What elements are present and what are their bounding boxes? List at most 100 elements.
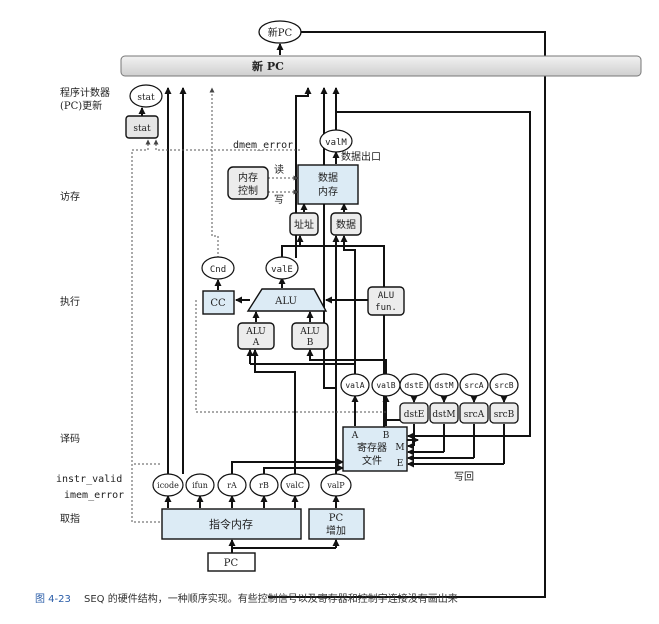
- register-file-box: [342, 426, 408, 472]
- srcb-bubble: [489, 373, 519, 397]
- dste-box-label: dstE: [404, 410, 425, 420]
- signal-read: 读: [274, 163, 284, 176]
- cnd-label: Cnd: [210, 265, 226, 275]
- decode-bubbles: valA valB dstE dstM srcA srcB: [340, 373, 519, 397]
- cc-box: [202, 290, 235, 315]
- new-pc-bubble-label: 新PC: [268, 26, 293, 39]
- signal-instr-valid: instr_valid: [56, 474, 122, 485]
- alu-block: [246, 288, 328, 312]
- stat-box: [125, 115, 159, 139]
- stage-pc-update-1: 程序计数器: [60, 86, 110, 99]
- ifun-bubble: [185, 473, 215, 497]
- vala-bubble: [340, 373, 370, 397]
- wire-ra-regfile: [231, 458, 344, 474]
- dstm-bubble: [429, 373, 459, 397]
- stage-pc-update-2: (PC)更新: [60, 99, 102, 112]
- signal-write: 写: [274, 194, 284, 206]
- regfile-name-1: 寄存器: [357, 441, 387, 454]
- valb-label: valB: [376, 381, 395, 390]
- signal-dmem-error: dmem_error: [233, 140, 293, 151]
- valc-bubble: [280, 473, 310, 497]
- alu-fun-line1: ALU: [378, 291, 394, 301]
- caption-number: 图 4-23: [35, 593, 71, 605]
- dstm-box-label: dstM: [432, 410, 455, 420]
- wire-vala-data: [340, 235, 356, 364]
- signal-imem-error: imem_error: [64, 490, 124, 501]
- cc-label: CC: [210, 298, 226, 309]
- rb-bubble: [249, 473, 279, 497]
- ra-bubble: [217, 473, 247, 497]
- alu-b-line1: ALU: [299, 327, 320, 337]
- new-pc-bar-label: 新 PC: [252, 59, 284, 73]
- mem-control-line2: 控制: [238, 184, 258, 197]
- regfile-port-m: M: [395, 443, 404, 453]
- alu-b-box: [291, 322, 329, 350]
- instruction-memory-label: 指令内存: [209, 517, 253, 531]
- vala-label: valA: [345, 381, 364, 390]
- signal-write-back: 写回: [454, 471, 474, 483]
- mem-control-line1: 内存: [238, 171, 258, 184]
- data-memory-line1: 数据: [318, 171, 338, 184]
- data-memory-box: [297, 164, 359, 205]
- srca-box-label: srcA: [464, 410, 485, 420]
- dotted-instr-valid: [131, 463, 160, 523]
- pc-register-label: PC: [224, 558, 239, 569]
- stage-labels: 程序计数器 (PC)更新 访存 执行 译码 取指: [60, 86, 110, 525]
- dstm-box: [429, 402, 459, 424]
- dstm-bubble-label: dstM: [434, 381, 453, 390]
- control-wires: [131, 87, 388, 523]
- srca-box: [459, 402, 489, 424]
- rb-label: rB: [259, 481, 269, 490]
- data-box: [330, 212, 362, 236]
- icode-label: icode: [157, 481, 179, 490]
- dst-src-boxes: dstE dstM srcA srcB: [399, 402, 519, 424]
- new-pc-bubble: [258, 20, 302, 44]
- valp-label: valP: [326, 481, 345, 490]
- wire-valp-newpc: [320, 87, 337, 474]
- pc-increment-line2: 增加: [326, 524, 346, 537]
- alu-a-box: [237, 322, 275, 350]
- cnd-bubble: [201, 256, 235, 280]
- alu-a-line1: ALU: [245, 327, 266, 337]
- valm-bubble: [319, 129, 353, 153]
- wire-vale-regfile: [282, 245, 400, 421]
- valm-label: valM: [325, 138, 347, 148]
- pc-increment-line1: PC: [329, 513, 344, 524]
- srca-bubble: [459, 373, 489, 397]
- stage-execute: 执行: [60, 295, 80, 308]
- stage-decode: 译码: [60, 433, 80, 445]
- signal-data-out: 数据出口: [341, 150, 381, 163]
- wire-newpc-loop: [268, 31, 546, 598]
- mem-control-box: [227, 166, 269, 200]
- data-label: 数据: [336, 218, 356, 231]
- wire-valc-alua: [251, 349, 296, 474]
- fetch-bubbles: icode ifun rA rB valC: [152, 473, 310, 497]
- alu-fun-line2: fun.: [375, 303, 397, 313]
- alu-a-line2: A: [252, 338, 260, 348]
- dste-bubble-label: dstE: [404, 381, 423, 390]
- stage-fetch: 取指: [60, 512, 80, 525]
- alu-b-line2: B: [307, 338, 314, 348]
- alu-label: ALU: [274, 296, 297, 307]
- pc-register-box: [207, 552, 256, 572]
- srcb-box-label: srcB: [494, 410, 515, 420]
- wire-valm-regfile: [336, 111, 531, 440]
- dotted-imem-error: [131, 139, 151, 522]
- stat-bubble: [129, 84, 163, 108]
- data-memory-line2: 内存: [318, 185, 338, 198]
- dotted-dmem-error: [153, 139, 300, 151]
- addr-box: [289, 212, 319, 236]
- regfile-port-b: B: [383, 431, 390, 441]
- instruction-memory-box: [161, 508, 302, 540]
- srca-bubble-label: srcA: [464, 381, 483, 390]
- wire-rb-regfile: [263, 464, 344, 474]
- srcb-box: [489, 402, 519, 424]
- ifun-label: ifun: [192, 481, 208, 490]
- dotted-cnd-newpc: [209, 87, 219, 258]
- srcb-bubble-label: srcB: [494, 381, 513, 390]
- pc-increment-box: [308, 508, 365, 540]
- dotted-cc-ctrl: [195, 300, 388, 413]
- stage-memory: 访存: [60, 190, 80, 203]
- vale-bubble: [265, 256, 299, 280]
